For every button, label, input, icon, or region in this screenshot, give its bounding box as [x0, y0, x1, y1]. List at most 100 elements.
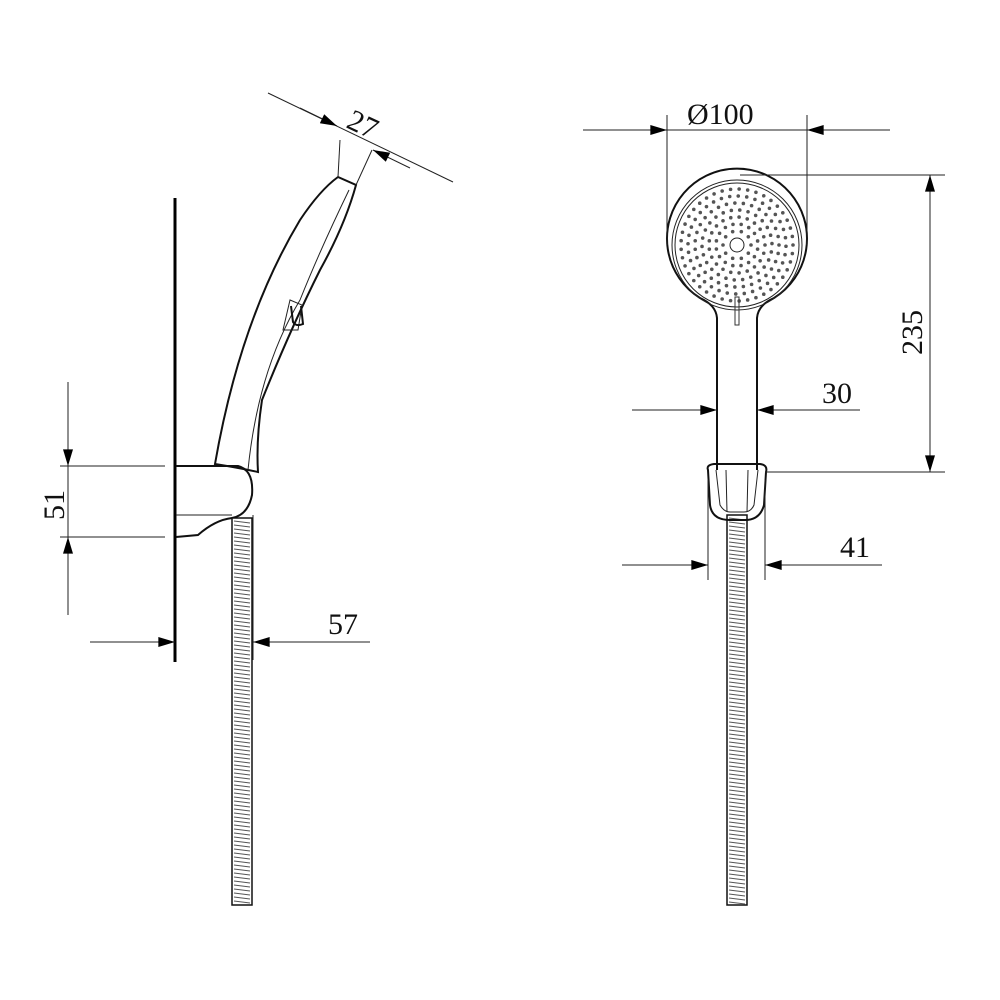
nozzle-hole — [790, 234, 795, 239]
nozzle-hole — [704, 204, 709, 209]
nozzle-hole — [693, 247, 698, 252]
nozzle-hole — [701, 252, 706, 257]
nozzle-hole — [728, 187, 733, 192]
nozzle-hole — [790, 251, 795, 256]
nozzle-hole — [761, 194, 766, 198]
nozzle-hole — [737, 208, 742, 212]
nozzle-hole — [775, 282, 780, 286]
nozzle-hole — [745, 298, 750, 302]
nozzle-hole — [781, 227, 786, 232]
nozzle-hole — [687, 233, 691, 238]
nozzle-hole — [753, 197, 757, 202]
nozzle-hole — [728, 298, 733, 303]
nozzle-hole — [765, 281, 770, 286]
nozzle-hole — [746, 209, 750, 214]
nozzle-hole — [731, 222, 735, 227]
spray-selector — [734, 296, 740, 326]
nozzle-hole — [761, 234, 766, 239]
nozzle-hole — [752, 231, 757, 236]
nozzle-hole — [709, 267, 714, 272]
nozzle-hole — [714, 262, 719, 266]
nozzle-hole — [780, 261, 785, 265]
nozzle-hole — [749, 282, 754, 287]
nozzle-hole — [700, 244, 704, 249]
nozzle-hole — [739, 222, 743, 227]
nozzle-hole — [766, 258, 771, 262]
nozzle-hole — [741, 284, 746, 289]
nozzle-hole — [695, 255, 699, 260]
nozzle-hole — [739, 256, 744, 261]
nozzle-hole — [723, 234, 728, 239]
nozzle-hole — [687, 271, 691, 276]
nozzle-hole — [760, 218, 765, 223]
nozzle-hole — [733, 292, 738, 296]
nozzle-hole — [755, 247, 760, 251]
nozzle-hole — [714, 247, 719, 251]
nozzle-hole — [717, 254, 722, 259]
nozzle-hole — [761, 251, 766, 256]
hose-holder — [706, 463, 768, 521]
nozzle-hole — [765, 225, 770, 230]
nozzle-hole — [788, 226, 793, 230]
nozzle-hole — [680, 230, 685, 235]
nozzle-hole — [740, 277, 745, 282]
nozzle-hole — [698, 210, 703, 215]
wall-bracket — [175, 465, 254, 538]
nozzle-hole — [717, 231, 722, 236]
nozzle-hole — [752, 221, 757, 225]
nozzle-hole — [761, 292, 766, 296]
dimension-label: 57 — [328, 608, 358, 641]
nozzle-hole — [769, 267, 774, 271]
nozzle-hole — [770, 241, 774, 246]
nozzle-hole — [783, 235, 788, 240]
nozzle-hole — [696, 273, 701, 278]
nozzle-hole — [767, 206, 772, 211]
nozzle-hole — [697, 285, 702, 289]
nozzle-hole — [781, 275, 785, 280]
nozzle-hole — [791, 243, 795, 247]
nozzle-hole — [775, 204, 780, 208]
nozzle-hole — [680, 255, 685, 260]
nozzle-hole — [749, 203, 754, 208]
nozzle-hole — [704, 196, 709, 200]
dimension-57: 57 — [90, 515, 370, 660]
nozzle-hole — [732, 278, 737, 282]
nozzle-hole — [781, 210, 785, 215]
front-view — [666, 167, 808, 906]
nozzle-hole — [724, 276, 728, 281]
nozzle-hole — [769, 198, 773, 203]
hose-left — [231, 517, 253, 906]
nozzle-hole — [727, 194, 732, 199]
dimension-27: 27 — [267, 92, 454, 186]
nozzle-hole — [746, 225, 751, 230]
nozzle-hole — [730, 229, 735, 234]
nozzle-hole — [746, 251, 751, 256]
nozzle-hole — [758, 227, 762, 232]
nozzle-hole — [729, 208, 734, 213]
nozzle-hole — [721, 211, 726, 215]
handset-front — [666, 167, 808, 470]
nozzle-hole — [693, 238, 698, 243]
nozzle-hole — [712, 192, 716, 196]
nozzle-hole — [691, 207, 696, 212]
nozzle-hole — [737, 187, 741, 191]
nozzle-hole — [721, 267, 725, 272]
nozzle-hole — [778, 219, 782, 224]
nozzle-hole — [716, 272, 721, 277]
nozzle-hole — [691, 278, 696, 283]
nozzle-hole — [728, 270, 733, 275]
dimension-41: 41 — [622, 480, 882, 580]
hose-right — [726, 514, 748, 906]
nozzle-hole — [742, 291, 747, 296]
spray-nozzles — [679, 187, 795, 303]
nozzle-hole — [764, 273, 768, 278]
nozzle-hole — [756, 271, 760, 275]
nozzle-hole — [762, 265, 766, 269]
nozzle-hole — [768, 233, 773, 238]
center-nozzle — [729, 237, 745, 253]
nozzle-hole — [721, 243, 725, 247]
nozzle-hole — [689, 225, 694, 229]
spray-selector-lever — [290, 305, 305, 327]
nozzle-hole — [731, 263, 735, 268]
nozzle-hole — [723, 260, 728, 265]
